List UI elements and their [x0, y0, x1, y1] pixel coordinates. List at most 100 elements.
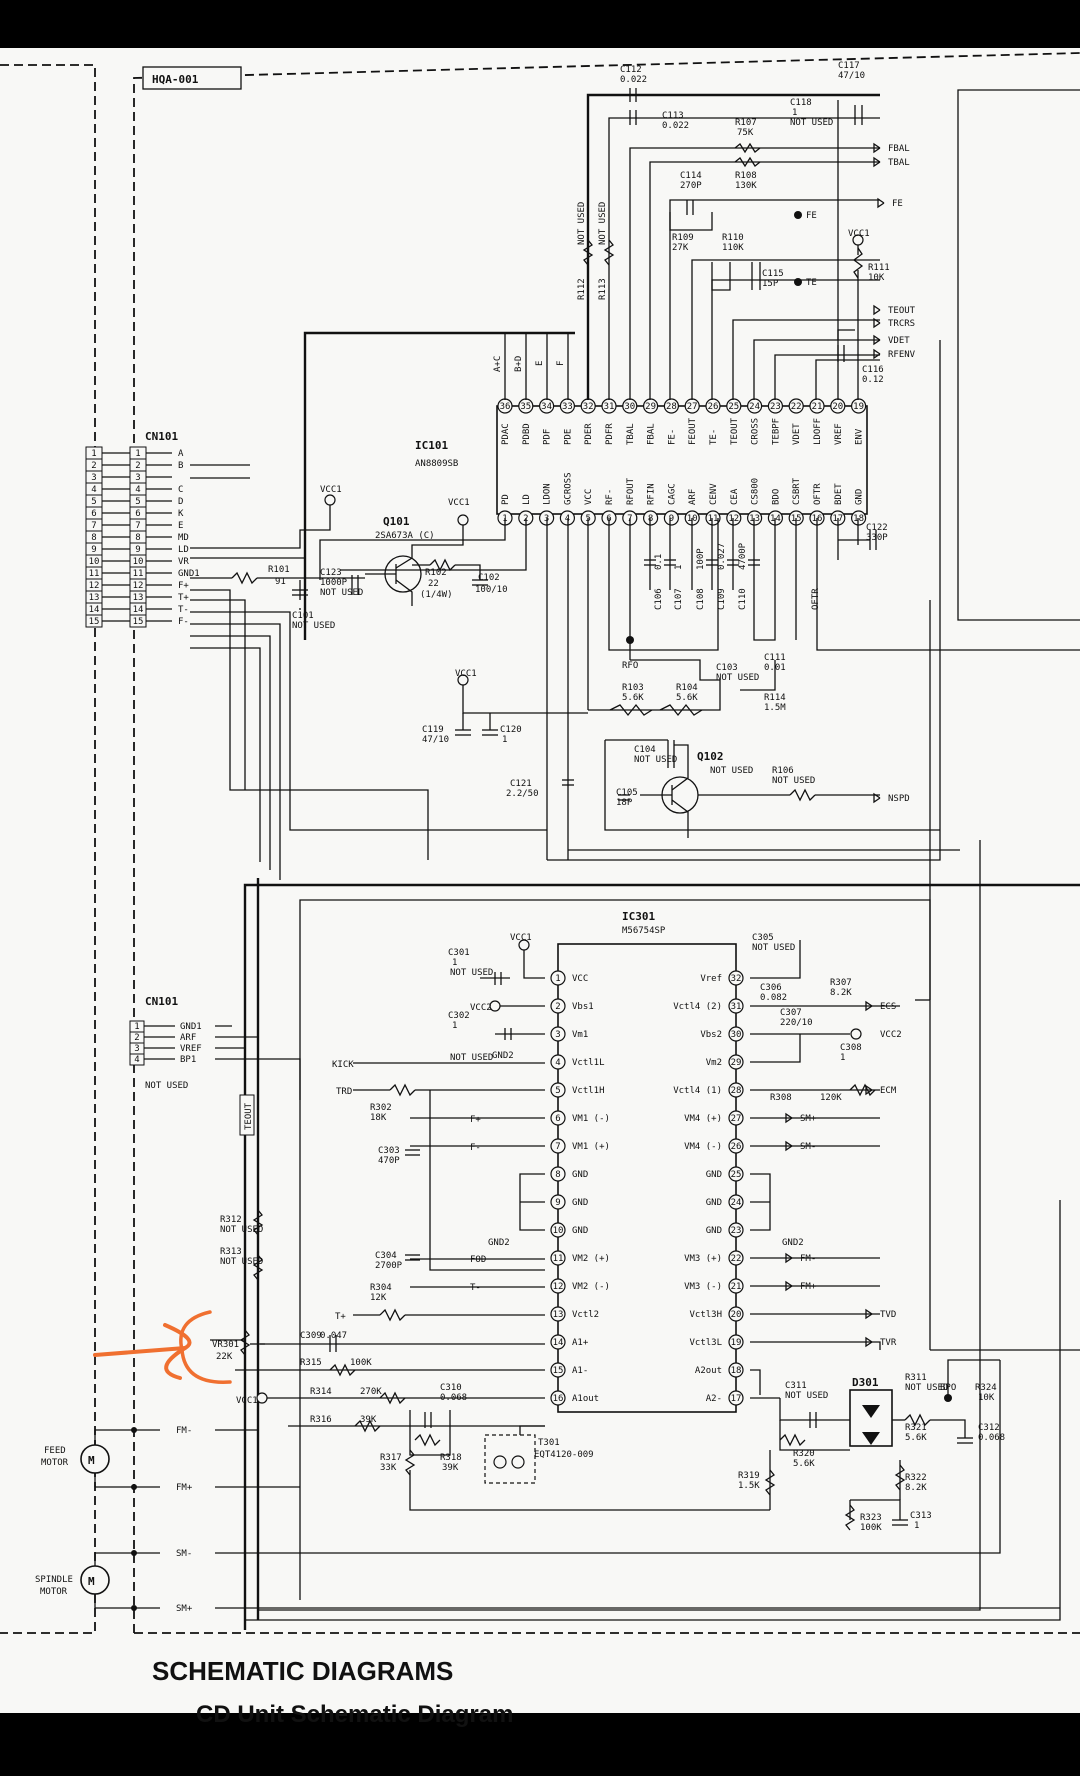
- pin-signal: TE-: [709, 429, 719, 445]
- pin-signal: FE-: [667, 429, 677, 445]
- part-c301v: 1: [452, 958, 457, 968]
- svg-text:FM+: FM+: [800, 1282, 817, 1292]
- pin-number: 10: [553, 1226, 564, 1236]
- ic101-lower-wiring: [319, 340, 1080, 861]
- part-c307v: 220/10: [780, 1018, 813, 1028]
- svg-text:1: 1: [135, 449, 140, 459]
- pin-signal: CAGC: [667, 483, 677, 505]
- svg-text:12: 12: [133, 581, 144, 591]
- part-c121v: 2.2/50: [506, 789, 539, 799]
- pin-signal: ARF: [688, 489, 698, 505]
- pin-number: 8: [555, 1170, 560, 1180]
- svg-text:4700P: 4700P: [738, 542, 748, 570]
- part-r307v: 8.2K: [830, 988, 852, 998]
- part-bpo: BPO: [940, 1383, 956, 1393]
- pin-signal: GND: [706, 1198, 722, 1208]
- part-r304: R304: [370, 1283, 392, 1293]
- part-r312: R312: [220, 1215, 242, 1225]
- svg-text:FOD: FOD: [470, 1255, 486, 1265]
- part-r314v: 270K: [360, 1387, 382, 1397]
- signal-label: VREF: [180, 1044, 202, 1054]
- svg-text:MOTOR: MOTOR: [40, 1587, 68, 1597]
- pin-signal: GCROSS: [563, 472, 573, 505]
- pin-signal: CSBRT: [792, 477, 802, 505]
- pin-signal: VM3 (-): [684, 1282, 722, 1292]
- pin-signal: ENV: [855, 428, 865, 445]
- pin-number: 29: [645, 402, 656, 412]
- svg-text:TVD: TVD: [880, 1310, 896, 1320]
- part-r104: R104: [676, 683, 698, 693]
- part-r318v: 39K: [442, 1463, 459, 1473]
- part-c103: C103: [716, 663, 738, 673]
- pin-signal: LDOFF: [813, 418, 823, 445]
- pin-number: 11: [553, 1254, 564, 1264]
- svg-text:12: 12: [89, 581, 100, 591]
- part-r324: R324: [975, 1383, 997, 1393]
- part-r109v: 27K: [672, 243, 689, 253]
- pin-number: 31: [731, 1002, 742, 1012]
- signal-label: A: [178, 449, 184, 459]
- svg-text:VCC1: VCC1: [510, 933, 532, 943]
- svg-text:4: 4: [135, 485, 140, 495]
- svg-text:C108: C108: [696, 588, 706, 610]
- pin-signal: VM2 (-): [572, 1282, 610, 1292]
- signal-label: GND1: [180, 1022, 202, 1032]
- part-r101v: 91: [275, 577, 286, 587]
- part-gnd2: GND2: [492, 1051, 514, 1061]
- pin-number: 12: [553, 1282, 564, 1292]
- pin-signal: VM4 (-): [684, 1142, 722, 1152]
- pin-signal: Vctl4 (1): [673, 1086, 722, 1096]
- part-c102v: 100/10: [475, 585, 508, 595]
- svg-text:VCC1: VCC1: [848, 229, 870, 239]
- part-r111: R111: [868, 263, 890, 273]
- part-r114: R114: [764, 693, 786, 703]
- part-r108: R108: [735, 171, 757, 181]
- part-r316v: 39K: [360, 1415, 377, 1425]
- part-r110v: 110K: [722, 243, 744, 253]
- svg-text:8: 8: [135, 533, 140, 543]
- svg-text:TEOUT: TEOUT: [244, 1102, 254, 1130]
- signal-label: T-: [178, 605, 189, 615]
- part-r322v: 8.2K: [905, 1483, 927, 1493]
- part-c304: C304: [375, 1251, 397, 1261]
- ic301-ref: IC301: [622, 910, 655, 923]
- part-c116: C116: [862, 365, 884, 375]
- part-nu: NOT USED: [450, 1053, 493, 1063]
- pin-signal: CS800: [751, 478, 761, 505]
- svg-text:NOT USED: NOT USED: [710, 766, 753, 776]
- ic101-upper-wiring: [303, 88, 880, 640]
- part-r319v: 1.5K: [738, 1481, 760, 1491]
- pin-signal: RFIN: [647, 483, 657, 505]
- pin-number: 30: [731, 1030, 742, 1040]
- part-r323: R323: [860, 1513, 882, 1523]
- pin-signal: VM1 (+): [572, 1142, 610, 1152]
- pin-number: 23: [770, 402, 781, 412]
- signal-label: GND1: [178, 569, 200, 579]
- part-c313v: 1: [914, 1521, 919, 1531]
- pin-number: 24: [731, 1198, 742, 1208]
- part-r102: R102: [425, 568, 447, 578]
- svg-text:100P: 100P: [696, 548, 706, 570]
- signal-label: F+: [178, 581, 189, 591]
- part-c115: C115: [762, 269, 784, 279]
- pin-signal: Vctl1H: [572, 1086, 605, 1096]
- part-c114: C114: [680, 171, 702, 181]
- svg-text:RFENV: RFENV: [888, 350, 916, 360]
- part-c112v: 0.022: [620, 75, 647, 85]
- svg-text:TBAL: TBAL: [888, 158, 910, 168]
- part-c115v: 15P: [762, 279, 779, 289]
- part-c310: C310: [440, 1383, 462, 1393]
- svg-text:M: M: [88, 1454, 95, 1467]
